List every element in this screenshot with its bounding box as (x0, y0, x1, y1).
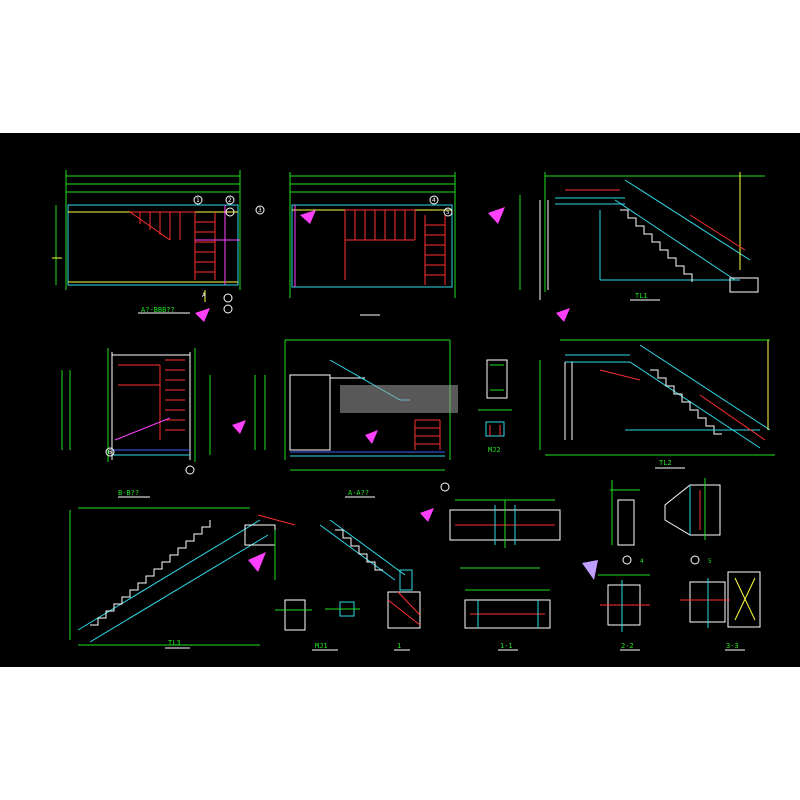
axis-5-label: 5 (446, 209, 450, 216)
axis-4-label: 4 (432, 197, 436, 204)
axis-1-label: 1 (196, 197, 200, 204)
section-aa-title: A-A?? (348, 489, 369, 497)
section-2-2-view[interactable] (598, 574, 650, 651)
tl1-title: TL1 (635, 292, 648, 300)
detail-1-title: 1 (397, 642, 401, 650)
mj2-title: MJ2 (488, 446, 501, 454)
connection-plate-detail[interactable] (449, 499, 561, 569)
section-bb-title: B-B?? (118, 489, 139, 497)
stair-tl1-elevation[interactable] (519, 172, 765, 301)
detail-4-view[interactable] (610, 480, 640, 565)
section-3-3-view[interactable] (680, 571, 761, 651)
tl2-title: TL2 (659, 459, 672, 467)
section-1-1-title: 1-1 (500, 642, 513, 650)
mj1-detail[interactable] (275, 599, 360, 651)
detail-5-view[interactable] (664, 478, 721, 565)
detail-5-title: 5 (708, 558, 712, 565)
plan-view[interactable] (52, 170, 265, 314)
detail-4-title: 4 (640, 558, 644, 565)
tl3-title: TL3 (168, 639, 181, 647)
detail-1-view[interactable] (319, 519, 421, 651)
elevation-view-top[interactable] (289, 172, 456, 316)
section-aa-view[interactable] (254, 339, 458, 498)
stair-tl2-elevation[interactable] (539, 339, 775, 469)
section-2-2-title: 2-2 (621, 642, 634, 650)
axis-2-label: 2 (228, 197, 232, 204)
axis-a-label: A (202, 292, 206, 299)
axis-3-label: 3 (258, 207, 262, 214)
section-1-1-view[interactable] (464, 589, 551, 651)
plan-view-title: A?-BBB?? (141, 306, 175, 314)
stair-tl3-elevation[interactable] (69, 507, 296, 649)
view-marker-icon (195, 207, 598, 580)
axis-6-label: 6 (108, 449, 112, 456)
section-3-3-title: 3-3 (726, 642, 739, 650)
mj2-detail[interactable] (478, 359, 512, 437)
section-bb-view[interactable] (61, 348, 211, 498)
mj1-title: MJ1 (315, 642, 328, 650)
